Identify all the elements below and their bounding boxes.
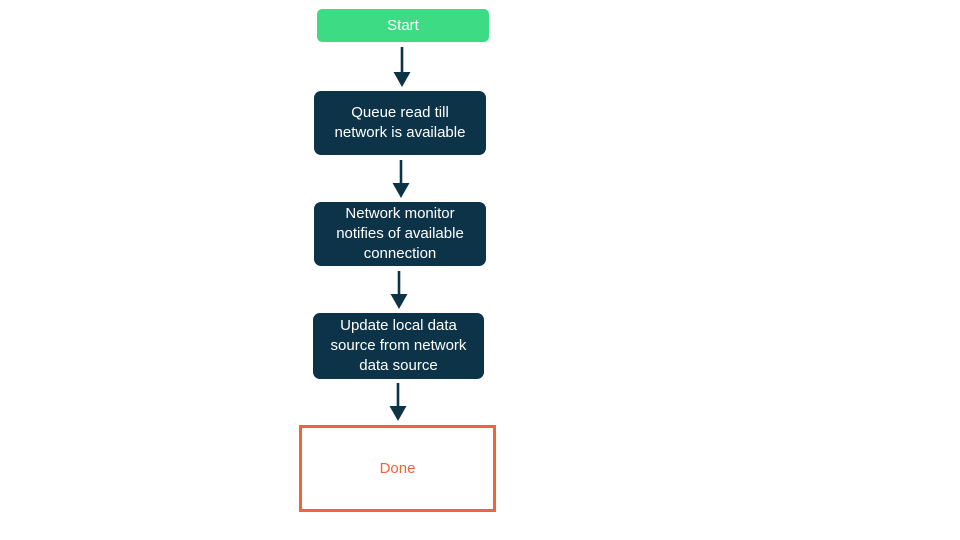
flow-node-queue-read-label: Queue read till network is available: [334, 104, 466, 141]
flow-arrow-start-to-queue-read: [393, 47, 411, 87]
flow-node-done[interactable]: Done: [299, 425, 496, 512]
flow-arrow-network-monitor-to-update-local: [390, 271, 408, 309]
flow-node-queue-read[interactable]: Queue read till network is available: [314, 91, 486, 155]
flow-node-start[interactable]: Start: [317, 9, 489, 42]
flow-node-network-monitor[interactable]: Network monitor notifies of available co…: [314, 202, 486, 266]
flow-node-network-monitor-label: Network monitor notifies of available co…: [336, 205, 464, 262]
flow-node-update-local[interactable]: Update local data source from network da…: [313, 313, 484, 379]
flow-node-update-local-label: Update local data source from network da…: [330, 317, 467, 374]
flow-node-start-label: Start: [387, 16, 419, 34]
flow-arrow-update-local-to-done: [389, 383, 407, 421]
flow-node-done-label: Done: [379, 459, 416, 477]
flow-arrow-queue-read-to-network-monitor: [392, 160, 410, 198]
